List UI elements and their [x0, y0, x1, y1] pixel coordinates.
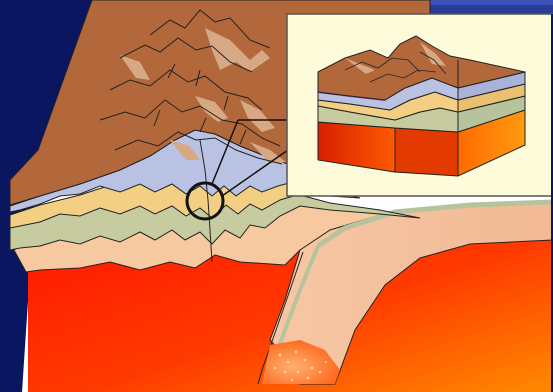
inset-panel: [287, 14, 553, 196]
